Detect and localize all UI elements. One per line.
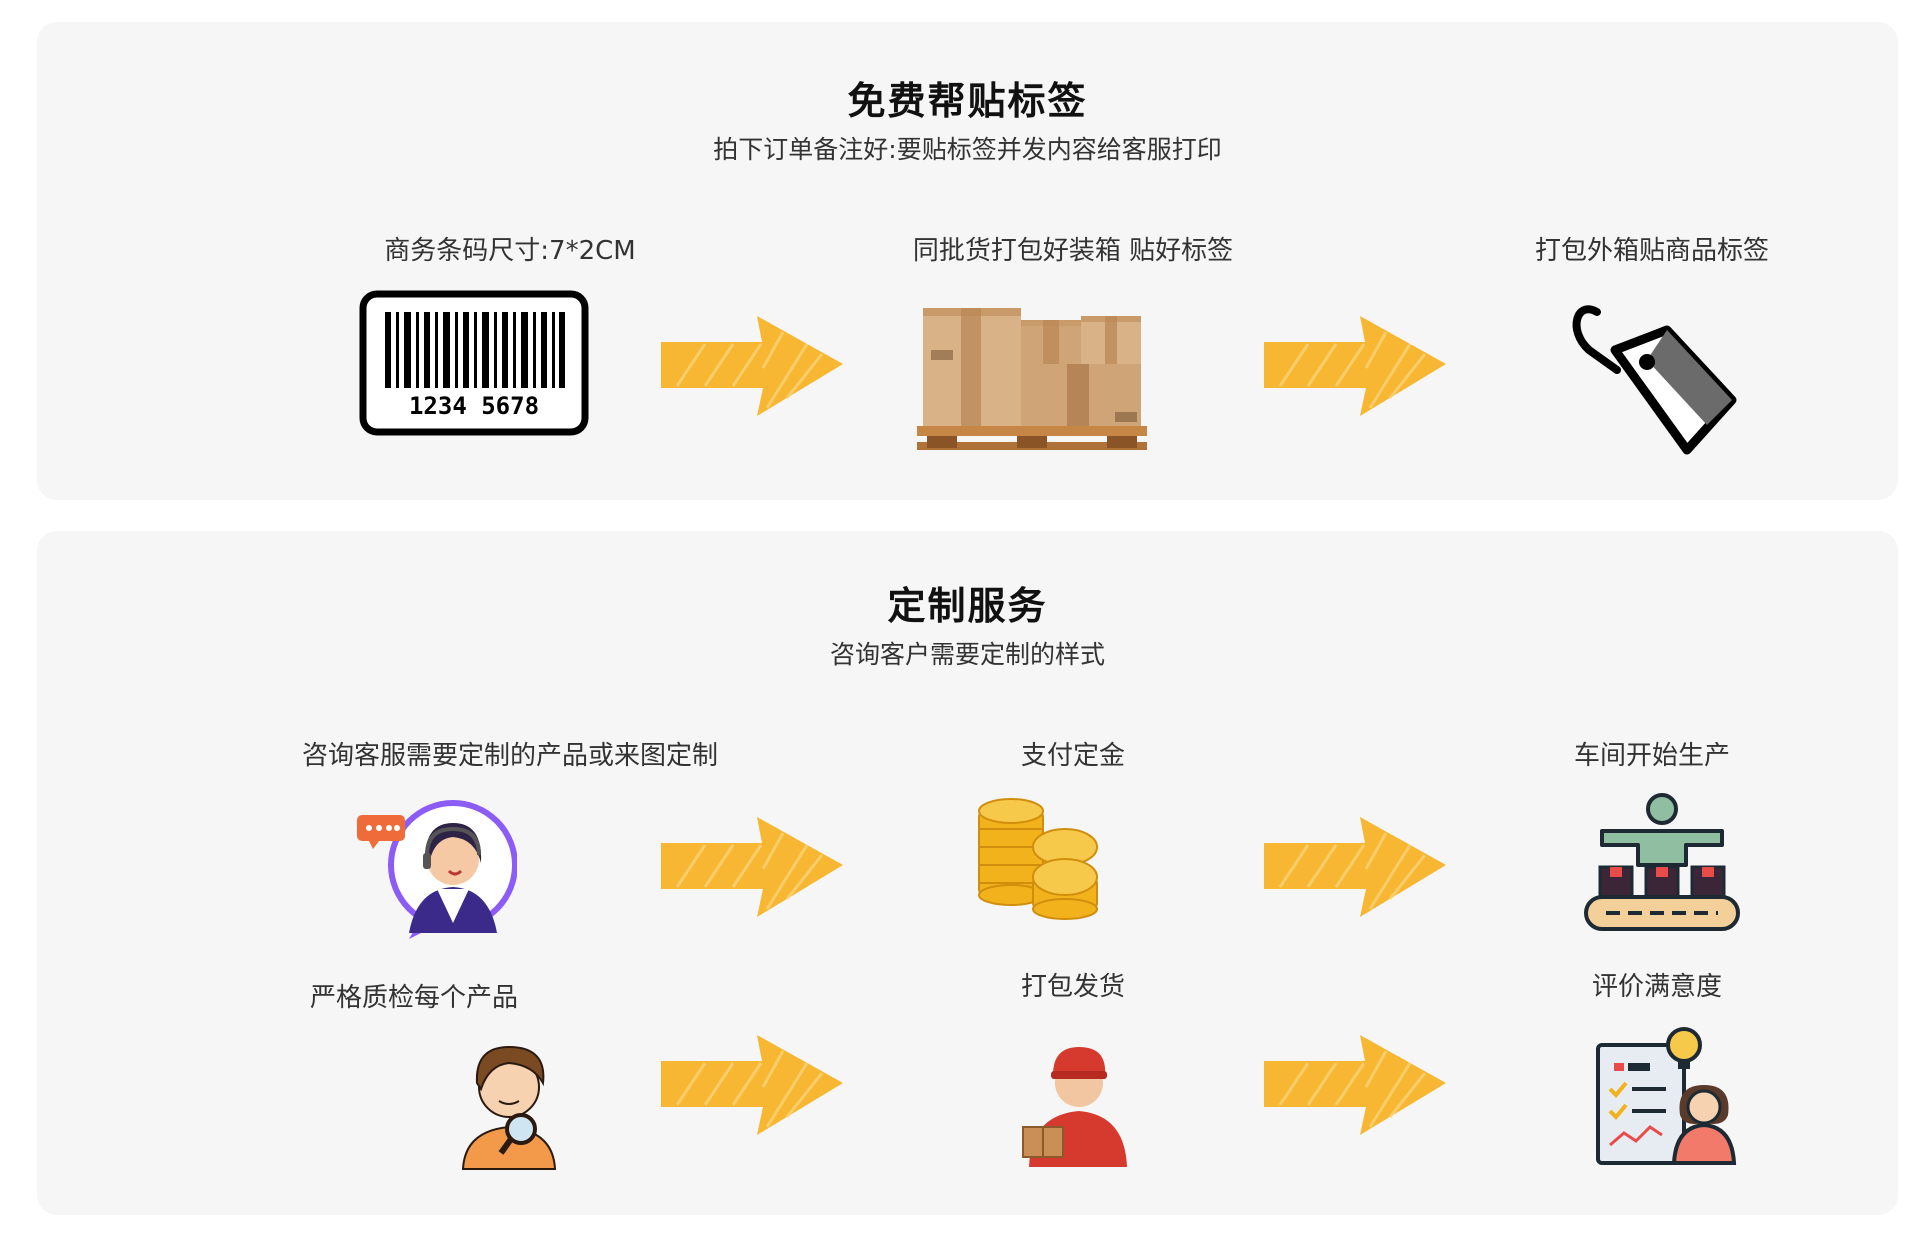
- custom-service-panel: 定制服务 咨询客户需要定制的样式 咨询客服需要定制的产品或来图定制: [37, 531, 1898, 1215]
- price-tag-icon: [1567, 290, 1747, 470]
- delivery-man-with-box-icon: [1015, 1031, 1135, 1171]
- barcode-icon: 1234 5678: [359, 290, 589, 436]
- step-label-barcode-size: 商务条码尺寸:7*2CM: [384, 236, 636, 266]
- right-arrow-icon: [657, 312, 847, 422]
- satisfaction-survey-icon: [1592, 1023, 1742, 1169]
- free-labeling-subtitle: 拍下订单备注好:要贴标签并发内容给客服打印: [713, 135, 1222, 164]
- step-label-pack-boxes: 同批货打包好装箱 贴好标签: [912, 236, 1234, 266]
- right-arrow-icon: [1260, 312, 1450, 422]
- right-arrow-icon: [1260, 1031, 1450, 1141]
- custom-service-subtitle: 咨询客户需要定制的样式: [829, 640, 1105, 669]
- step-label-start-production: 车间开始生产: [1573, 741, 1730, 771]
- step-label-pack-ship: 打包发货: [1020, 972, 1125, 1002]
- free-labeling-panel: 免费帮贴标签 拍下订单备注好:要贴标签并发内容给客服打印 商务条码尺寸:7*2C…: [37, 22, 1898, 500]
- free-labeling-title: 免费帮贴标签: [847, 79, 1088, 123]
- barcode-number: 1234 5678: [409, 392, 539, 420]
- custom-service-title: 定制服务: [887, 584, 1048, 628]
- production-line-worker-icon: [1582, 793, 1742, 933]
- customer-service-agent-icon: [357, 793, 517, 943]
- step-label-pay-deposit: 支付定金: [1020, 741, 1125, 771]
- step-label-consult: 咨询客服需要定制的产品或来图定制: [301, 741, 718, 771]
- right-arrow-icon: [1260, 813, 1450, 923]
- step-label-rate-satisfaction: 评价满意度: [1591, 972, 1722, 1002]
- quality-inspector-magnifier-icon: [455, 1031, 565, 1171]
- gold-coins-icon: [975, 781, 1105, 921]
- cardboard-boxes-pallet-icon: [917, 290, 1147, 460]
- step-label-quality-check: 严格质检每个产品: [310, 983, 519, 1013]
- right-arrow-icon: [657, 1031, 847, 1141]
- right-arrow-icon: [657, 813, 847, 923]
- step-label-outer-box-label: 打包外箱贴商品标签: [1534, 236, 1769, 266]
